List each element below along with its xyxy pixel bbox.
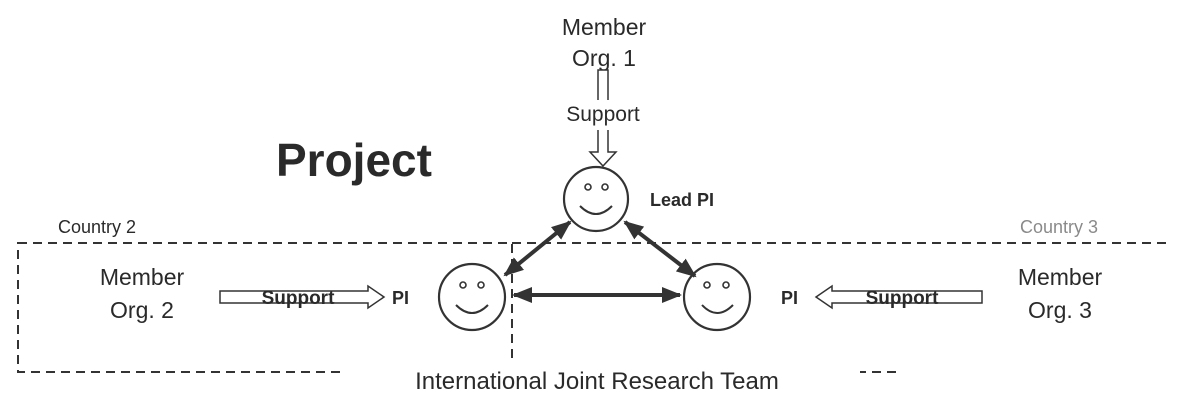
smiley-face-icon	[682, 262, 752, 332]
support-arrow-org-2: Support	[219, 284, 386, 310]
member-org-3: Member Org. 3	[1018, 264, 1103, 323]
support-arrow-org-1: Support	[548, 69, 658, 168]
member-org-2-line-1: Member	[100, 264, 185, 290]
pi-left-label: PI	[392, 288, 409, 308]
lead-pi-label: Lead PI	[650, 190, 714, 210]
support-label-org-1: Support	[566, 103, 640, 126]
member-org-2-line-2: Org. 2	[110, 297, 174, 323]
pi-left: PI	[392, 262, 507, 332]
lead-pi: Lead PI	[562, 165, 714, 233]
team-label: International Joint Research Team	[415, 368, 779, 395]
country-3-label: Country 3	[1020, 217, 1098, 237]
smiley-face-icon	[562, 165, 630, 233]
member-org-1-line-1: Member	[562, 14, 647, 40]
country-2-label: Country 2	[58, 217, 136, 237]
support-arrow-org-3: Support	[814, 284, 983, 310]
member-org-3-line-1: Member	[1018, 264, 1103, 290]
pi-right-label: PI	[781, 288, 798, 308]
project-title: Project	[276, 134, 432, 186]
smiley-face-icon	[437, 262, 507, 332]
pi-right: PI	[682, 262, 798, 332]
support-label-org-3: Support	[866, 288, 939, 309]
double-headed-arrow-icon	[503, 220, 572, 277]
member-org-3-line-2: Org. 3	[1028, 297, 1092, 323]
member-org-1: Member Org. 1	[562, 14, 647, 71]
support-arrow-icon	[814, 284, 983, 310]
double-headed-arrow-icon	[623, 220, 697, 278]
support-label-org-2: Support	[262, 288, 335, 309]
member-org-2: Member Org. 2	[100, 264, 185, 323]
support-arrow-icon	[219, 284, 386, 310]
member-org-1-line-2: Org. 1	[572, 45, 636, 71]
